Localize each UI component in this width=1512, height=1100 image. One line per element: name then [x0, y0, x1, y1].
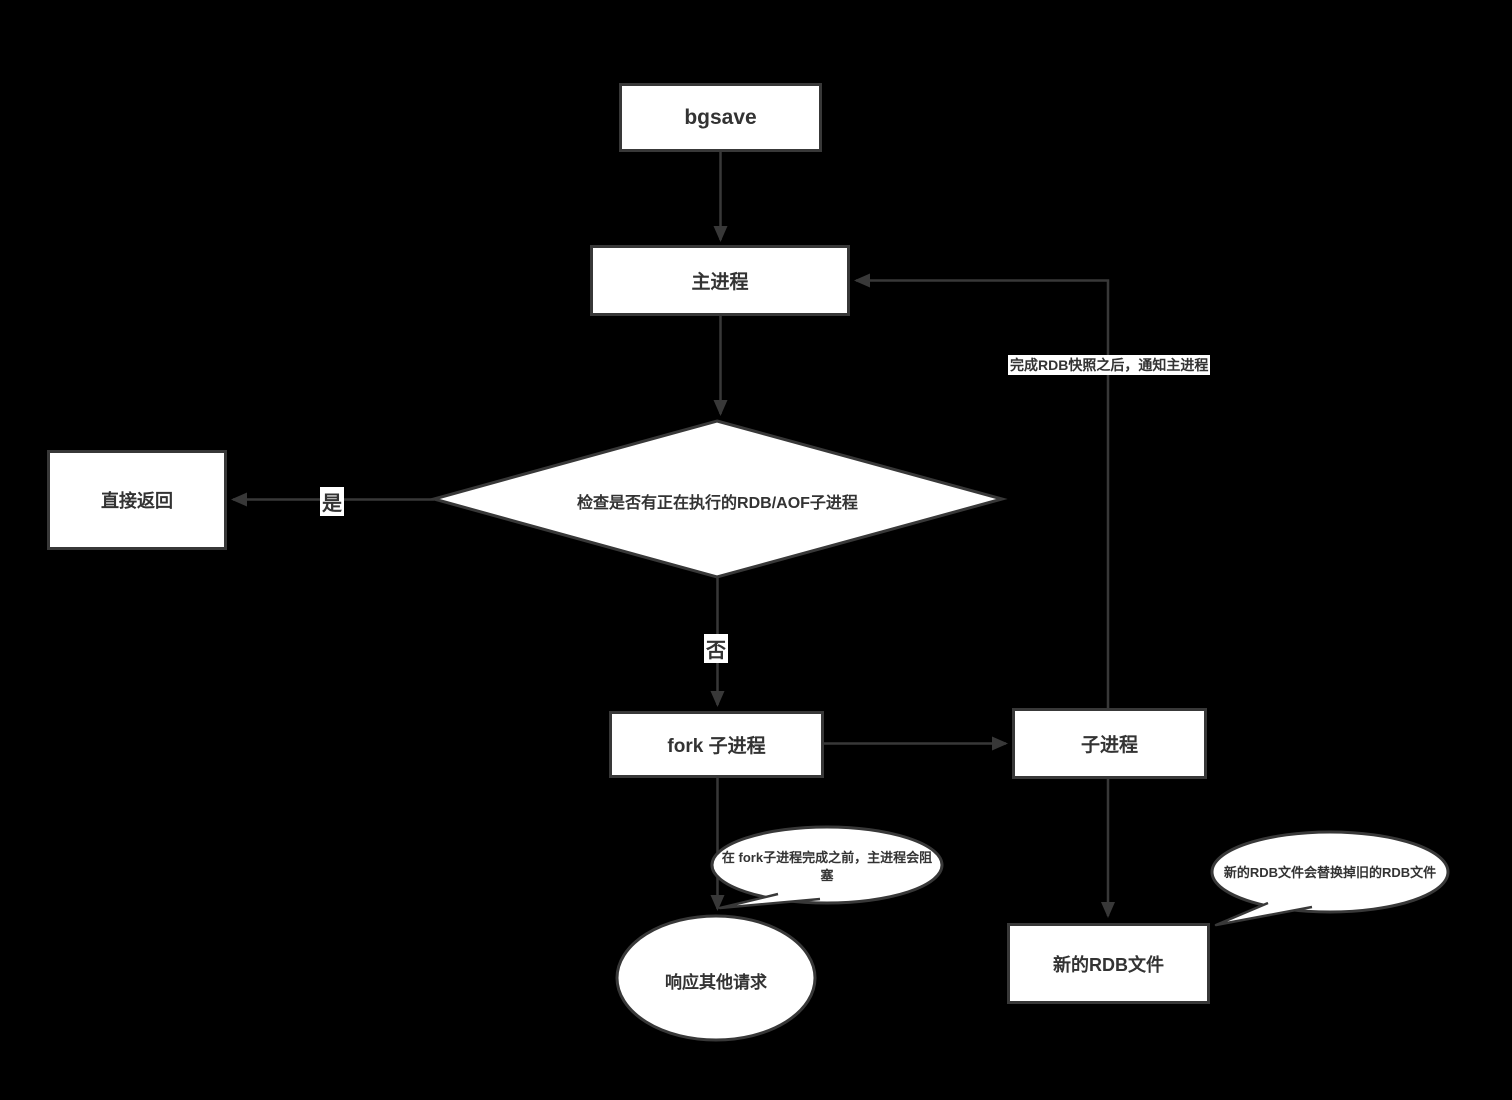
node-direct-return-label: 直接返回	[101, 491, 173, 511]
edge-label-yes: 是	[320, 487, 344, 516]
node-fork-child: fork 子进程	[609, 711, 824, 778]
decision-diamond-label: 检查是否有正在执行的RDB/AOF子进程	[577, 495, 858, 512]
node-child-process: 子进程	[1012, 708, 1207, 779]
node-bgsave: bgsave	[619, 83, 822, 152]
callout-fork-blocking-bubble	[710, 825, 944, 910]
node-new-rdb-file: 新的RDB文件	[1007, 923, 1210, 1004]
edge-child-notify-main-process	[854, 273, 1110, 708]
respond-other-ellipse-shape	[615, 914, 817, 1042]
edge-label-no: 否	[704, 634, 728, 663]
node-bgsave-label: bgsave	[684, 105, 757, 129]
respond-other-label: 响应其他请求	[665, 973, 767, 992]
callout-rdb-replace-text: 新的RDB文件会替换掉旧的RDB文件	[1223, 865, 1437, 880]
decision-diamond-shape	[428, 419, 1008, 579]
callout-rdb-replace-bubble	[1210, 830, 1450, 927]
edge-label-notify-main: 完成RDB快照之后，通知主进程	[1008, 355, 1211, 375]
node-direct-return: 直接返回	[47, 450, 227, 550]
node-fork-child-label: fork 子进程	[667, 736, 766, 757]
callout-fork-blocking-text: 在 fork子进程完成之前，主进程会阻塞	[721, 850, 933, 883]
node-child-process-label: 子进程	[1080, 735, 1138, 756]
node-main-process-label: 主进程	[691, 272, 749, 293]
node-new-rdb-file-label: 新的RDB文件	[1053, 954, 1164, 975]
node-main-process: 主进程	[590, 245, 850, 316]
